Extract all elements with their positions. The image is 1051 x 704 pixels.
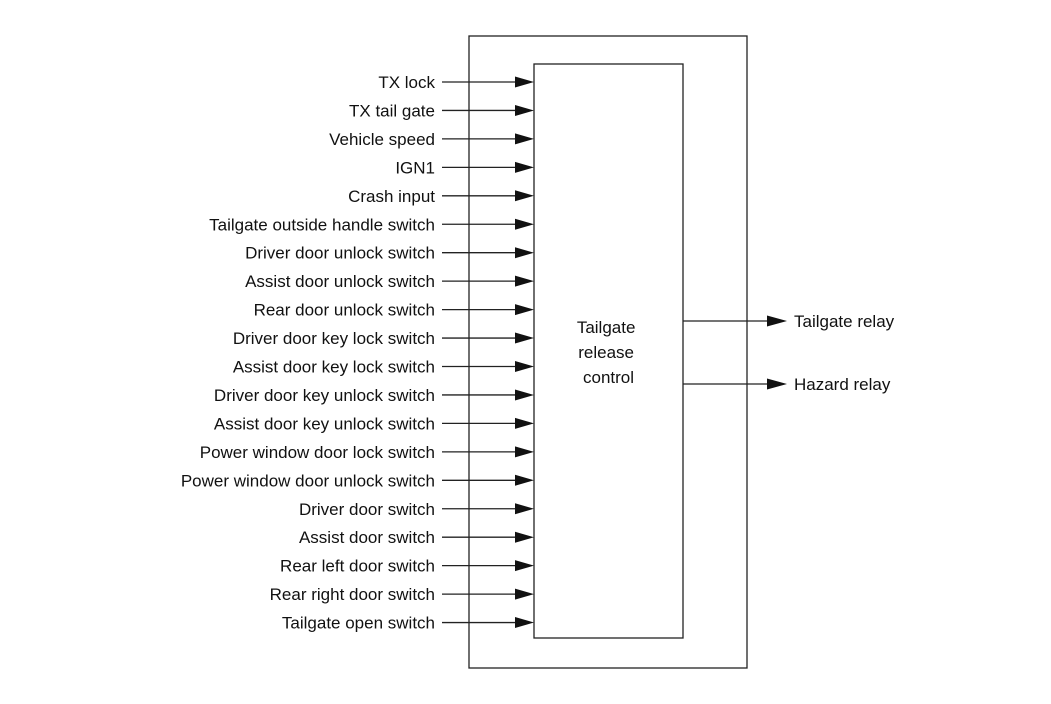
- input-arrowhead: [515, 531, 534, 543]
- control-label-line-1: Tailgate: [577, 318, 636, 337]
- control-block-box: [533, 63, 684, 639]
- input-arrowhead: [515, 190, 534, 202]
- input-label: TX tail gate: [349, 101, 435, 120]
- input-label: Rear door unlock switch: [254, 301, 435, 320]
- input-arrowhead: [515, 161, 534, 173]
- input-arrowhead: [515, 76, 534, 88]
- input-label: Assist door key unlock switch: [214, 414, 435, 433]
- input-label: Rear left door switch: [280, 557, 435, 576]
- output-tailgate-relay: Tailgate relay: [683, 312, 895, 331]
- output-arrowhead: [767, 315, 787, 327]
- input-label: Power window door lock switch: [200, 443, 435, 462]
- output-label: Hazard relay: [794, 375, 891, 394]
- control-label-line-2: release: [578, 343, 634, 362]
- input-arrowhead: [515, 133, 534, 145]
- input-arrowhead: [515, 417, 534, 429]
- input-driver-door-switch: Driver door switch: [299, 500, 534, 519]
- input-arrowhead: [515, 332, 534, 344]
- input-arrowhead: [515, 389, 534, 401]
- control-label-line-3: control: [583, 368, 634, 387]
- input-arrowhead: [515, 560, 534, 572]
- input-ign1: IGN1: [395, 158, 534, 177]
- input-arrowhead: [515, 361, 534, 372]
- input-tailgate-outside-handle-switch: Tailgate outside handle switch: [209, 215, 534, 234]
- input-tailgate-open-switch: Tailgate open switch: [282, 614, 534, 633]
- input-arrowhead: [515, 275, 534, 287]
- outer-module-box: [468, 35, 748, 669]
- input-label: Driver door switch: [299, 500, 435, 519]
- input-vehicle-speed: Vehicle speed: [329, 130, 534, 149]
- input-label: Assist door key lock switch: [233, 358, 435, 377]
- input-arrowhead: [515, 304, 534, 316]
- output-label: Tailgate relay: [794, 312, 895, 331]
- input-label: Driver door unlock switch: [245, 244, 435, 263]
- input-label: Driver door key lock switch: [233, 329, 435, 348]
- input-label: Assist door unlock switch: [245, 272, 435, 291]
- input-power-window-door-lock-switch: Power window door lock switch: [200, 443, 534, 462]
- output-arrowhead: [767, 378, 787, 390]
- input-label: Driver door key unlock switch: [214, 386, 435, 405]
- input-arrowhead: [515, 446, 534, 458]
- input-arrowhead: [515, 617, 534, 629]
- input-label: Power window door unlock switch: [181, 471, 435, 490]
- input-arrowhead: [515, 588, 534, 600]
- input-assist-door-unlock-switch: Assist door unlock switch: [245, 272, 534, 291]
- input-tx-lock: TX lock: [378, 73, 534, 92]
- input-arrowhead: [515, 104, 534, 116]
- input-driver-door-unlock-switch: Driver door unlock switch: [245, 244, 534, 263]
- input-assist-door-key-unlock-switch: Assist door key unlock switch: [214, 414, 534, 433]
- input-crash-input: Crash input: [348, 187, 534, 206]
- input-label: Tailgate open switch: [282, 614, 435, 633]
- input-rear-right-door-switch: Rear right door switch: [270, 585, 534, 604]
- input-label: TX lock: [378, 73, 435, 92]
- input-driver-door-key-lock-switch: Driver door key lock switch: [233, 329, 534, 348]
- input-rear-left-door-switch: Rear left door switch: [280, 557, 534, 576]
- input-label: Crash input: [348, 187, 435, 206]
- input-label: IGN1: [395, 158, 435, 177]
- input-arrowhead: [515, 474, 534, 486]
- input-rear-door-unlock-switch: Rear door unlock switch: [254, 301, 534, 320]
- input-tx-tail-gate: TX tail gate: [349, 101, 534, 120]
- input-driver-door-key-unlock-switch: Driver door key unlock switch: [214, 386, 534, 405]
- input-power-window-door-unlock-switch: Power window door unlock switch: [181, 471, 534, 490]
- input-label: Rear right door switch: [270, 585, 435, 604]
- input-arrowhead: [515, 503, 534, 515]
- input-label: Tailgate outside handle switch: [209, 215, 435, 234]
- control-label: Tailgate release control: [577, 318, 640, 387]
- input-arrowhead: [515, 247, 534, 259]
- input-arrowhead: [515, 218, 534, 230]
- output-hazard-relay: Hazard relay: [683, 375, 891, 394]
- input-assist-door-switch: Assist door switch: [299, 528, 534, 547]
- input-label: Assist door switch: [299, 528, 435, 547]
- input-assist-door-key-lock-switch: Assist door key lock switch: [233, 358, 534, 377]
- input-label: Vehicle speed: [329, 130, 435, 149]
